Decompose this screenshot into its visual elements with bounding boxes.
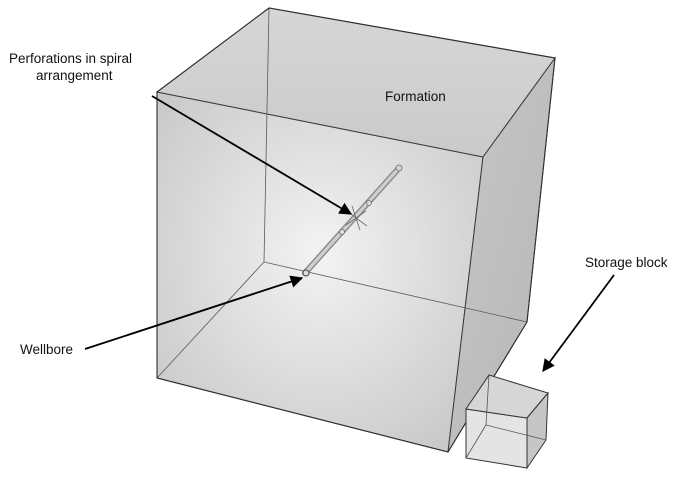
- storage-block-arrow: [542, 274, 615, 373]
- formation-block: [155, 7, 556, 453]
- perforations-arrow: [151, 95, 353, 215]
- perforations-label-line2: arrangement: [36, 68, 113, 83]
- perforation-marker: [366, 200, 372, 206]
- perforation-marker: [338, 228, 345, 235]
- wellbore-end-cap: [395, 164, 403, 172]
- wellbore-pipe: [302, 164, 403, 277]
- storage-block: [465, 374, 549, 470]
- wellbore-label: Wellbore: [20, 342, 74, 357]
- wellbore-toe: [302, 269, 310, 277]
- perforation-burst: [344, 205, 368, 231]
- storage-hidden-edge: [485, 424, 547, 441]
- formation-hidden-edge-vertical: [263, 7, 270, 263]
- storage-front-face: [465, 408, 528, 469]
- formation-hidden-edge-bottom-left: [156, 261, 265, 379]
- storage-block-label: Storage block: [585, 255, 668, 270]
- formation-outline: [156, 7, 556, 453]
- formation-label: Formation: [385, 89, 446, 104]
- storage-hidden-edge: [465, 424, 487, 459]
- storage-hidden-edge: [485, 374, 490, 426]
- perforations-label-line1: Perforations in spiral: [9, 51, 133, 66]
- wellbore-arrow: [84, 275, 304, 350]
